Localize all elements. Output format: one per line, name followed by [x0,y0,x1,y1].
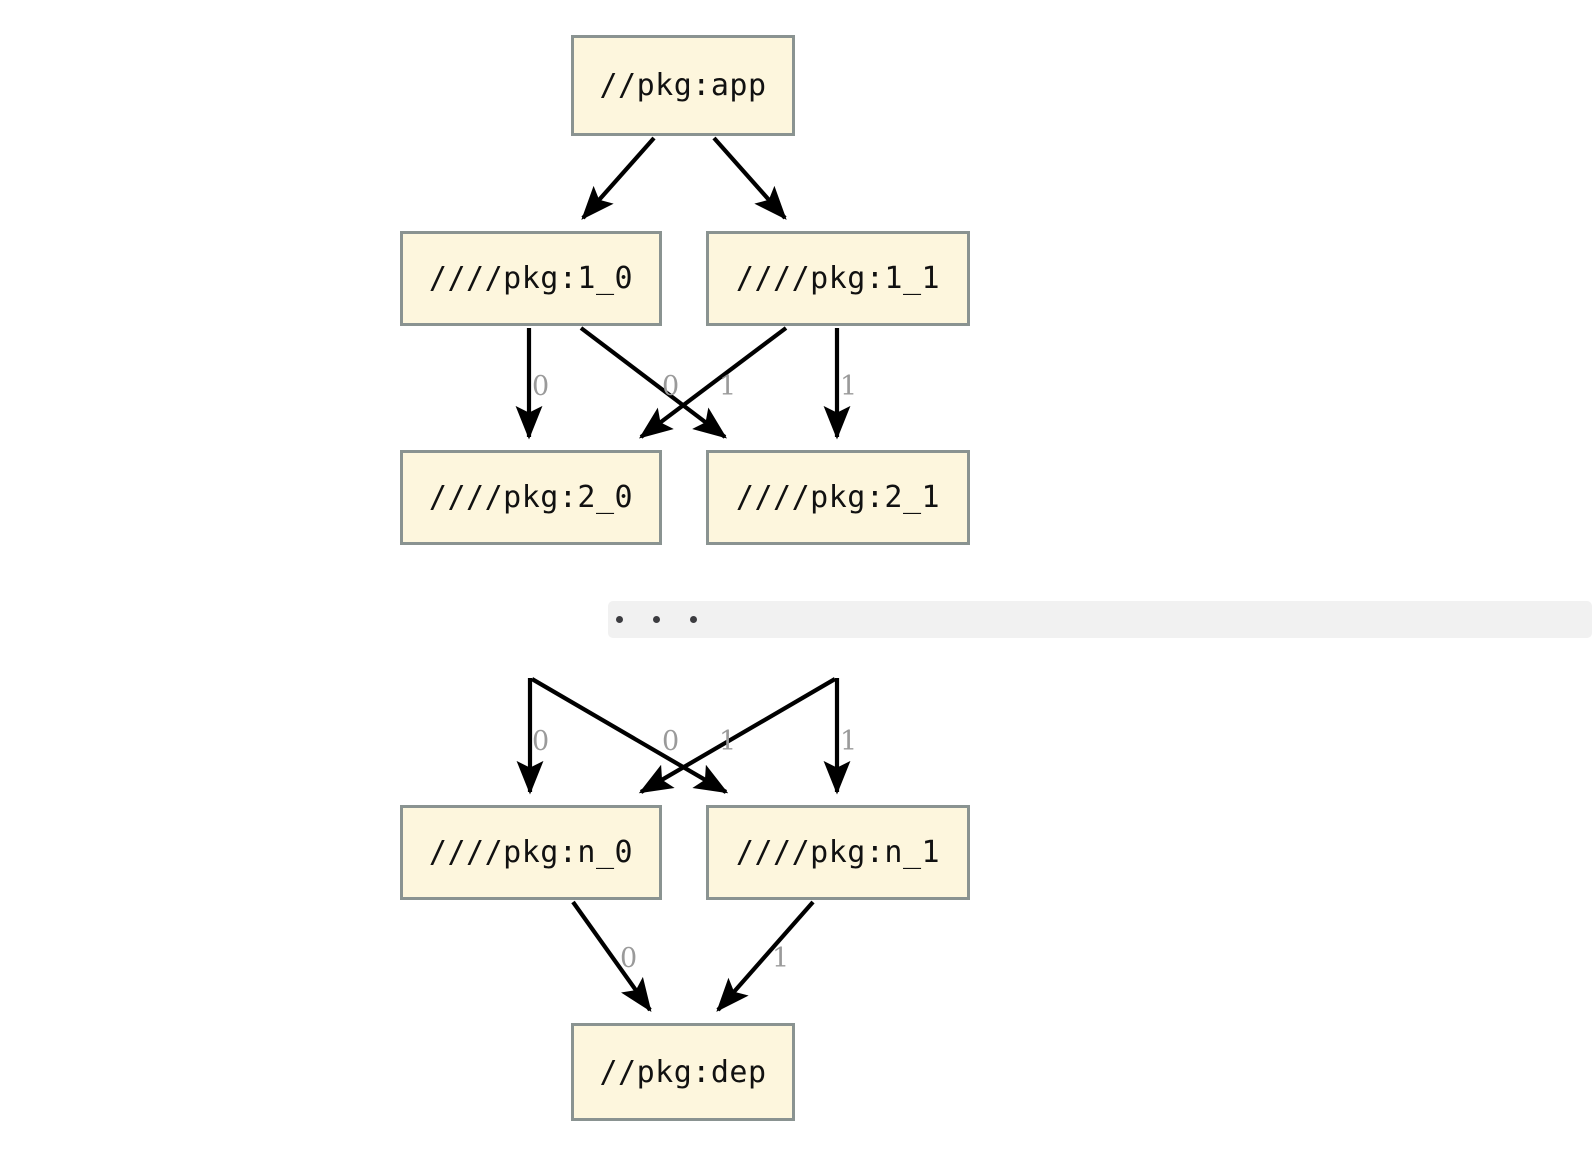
edge-label-n_0-dep: 0 [620,943,638,974]
node-label: ////pkg:2_0 [428,480,634,515]
node-label: ////pkg:2_1 [735,480,941,515]
edge-label-cut-n_0-cross: 0 [662,726,680,757]
edge-n_1-to-dep [716,900,815,1012]
node-pkg-app[interactable]: //pkg:app [571,35,795,136]
node-label: ////pkg:n_1 [735,835,941,870]
ellipsis-dot [653,616,660,623]
ellipsis-dots-icon [608,601,727,638]
node-pkg-dep[interactable]: //pkg:dep [571,1023,795,1121]
node-label: //pkg:dep [599,1054,767,1090]
edge-label-cut-n_0-straight: 0 [532,726,550,757]
ellipsis-band [608,601,1592,638]
edge-label-1_0-2_1: 1 [719,371,737,402]
node-label: ////pkg:1_1 [735,261,941,296]
node-label: //pkg:app [599,68,767,103]
edge-app-to-1_0 [581,136,656,220]
ellipsis-dot [690,616,697,623]
edge-label-1_1-2_1: 1 [840,371,858,402]
edge-1_0-to-2_1 [579,326,728,439]
edge-label-cut-n_1-straight: 1 [840,726,858,757]
node-pkg-1-1[interactable]: ////pkg:1_1 [706,231,970,326]
edge-n_0-to-dep [571,900,652,1013]
node-pkg-n-1[interactable]: ////pkg:n_1 [706,805,970,900]
node-pkg-n-0[interactable]: ////pkg:n_0 [400,805,662,900]
edge-app-to-1_1 [712,136,787,220]
edge-cut-to-n_0-cross [638,677,837,794]
node-label: ////pkg:n_0 [428,835,634,870]
node-pkg-2-0[interactable]: ////pkg:2_0 [400,450,662,545]
ellipsis-dot [616,616,623,623]
node-pkg-1-0[interactable]: ////pkg:1_0 [400,231,662,326]
edge-label-1_1-2_0: 0 [662,371,680,402]
node-label: ////pkg:1_0 [428,261,634,296]
edge-label-1_0-2_0: 0 [532,371,550,402]
edge-label-n_1-dep: 1 [772,943,790,974]
node-pkg-2-1[interactable]: ////pkg:2_1 [706,450,970,545]
edge-label-cut-n_1-cross: 1 [719,726,737,757]
edge-1_1-to-2_0 [638,326,788,439]
edge-cut-to-n_1-cross [530,677,729,794]
